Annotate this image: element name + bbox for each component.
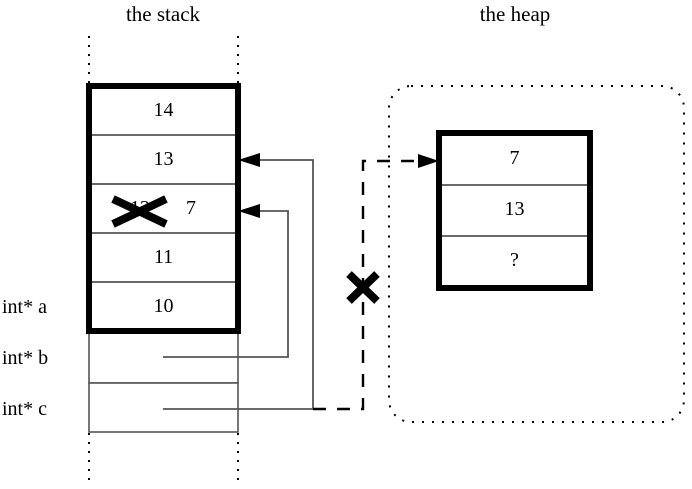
stack-frame-box bbox=[86, 83, 241, 334]
cross-on-stack-value-icon bbox=[111, 195, 168, 228]
stack-cell-value-0: 14 bbox=[153, 99, 174, 121]
stack-label-int-ptr-c: int* c bbox=[2, 398, 47, 420]
pointer-b-arrowhead bbox=[238, 204, 260, 218]
stack-cell-value-3: 11 bbox=[153, 246, 174, 268]
heap-cell-value-1: 13 bbox=[504, 198, 525, 220]
stack-cell-value-2-new: 7 bbox=[186, 197, 196, 219]
stack-cell-value-4: 10 bbox=[153, 295, 174, 317]
pointer-c-path bbox=[163, 159, 314, 410]
heap-cell-value-0: 7 bbox=[509, 147, 520, 169]
stack-label-int-ptr-a: int* a bbox=[2, 296, 47, 318]
stack-cell-value-2-old: 12 bbox=[130, 197, 150, 219]
pointer-c-arrowhead bbox=[238, 153, 260, 167]
stack-title: the stack bbox=[125, 2, 201, 26]
dangling-pointer-arrowhead bbox=[418, 154, 439, 168]
pointer-b-path bbox=[163, 210, 289, 358]
dangling-pointer-path bbox=[313, 159, 430, 411]
heap-cell-value-2: ? bbox=[510, 249, 519, 271]
stack-pointer-row-b bbox=[88, 382, 239, 433]
cross-on-heap-pointer-icon bbox=[346, 271, 380, 304]
stack-label-int-ptr-b: int* b bbox=[2, 347, 49, 369]
stack-cell-value-1: 13 bbox=[153, 148, 174, 170]
heap-title: the heap bbox=[479, 2, 551, 26]
heap-block-box bbox=[436, 130, 593, 291]
heap-boundary-region bbox=[388, 85, 685, 423]
